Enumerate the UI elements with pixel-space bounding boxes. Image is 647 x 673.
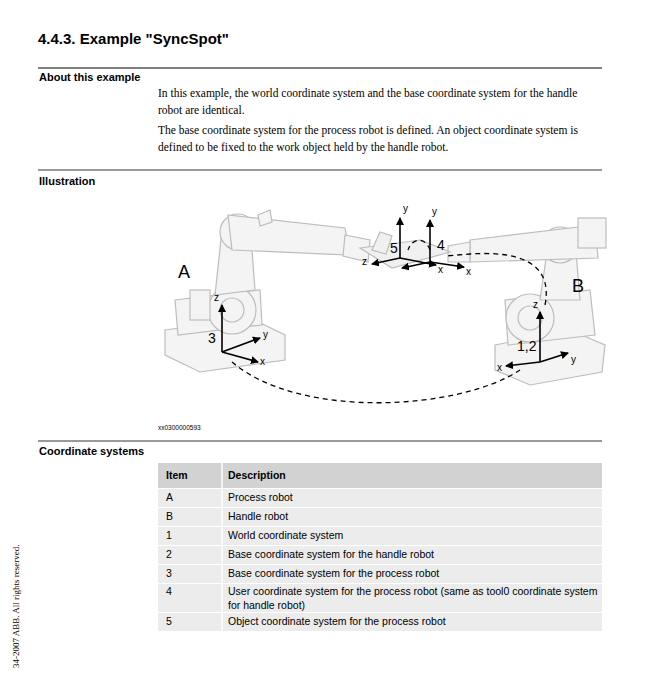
- axis-label: x: [497, 362, 502, 374]
- callout-number: 3: [208, 330, 216, 347]
- axis-label: x: [466, 266, 471, 278]
- table-cell: 1: [166, 529, 216, 543]
- robot-letter: A: [178, 262, 190, 284]
- callout-number: 4: [437, 237, 445, 254]
- robot-letter: B: [572, 276, 584, 298]
- table-cell: 3: [166, 567, 216, 581]
- axis-label: y: [571, 354, 576, 366]
- table-grid: [158, 463, 602, 631]
- body-text: The base coordinate system for the proce…: [158, 122, 603, 157]
- relation-curves: [232, 240, 546, 403]
- axis-label: y: [432, 206, 437, 218]
- table-header: Description: [228, 469, 286, 482]
- section-heading: Illustration: [39, 175, 95, 188]
- copyright-note: 34-2007 ABB. All rights reserved.: [11, 545, 22, 669]
- table-cell: Base coordinate system for the process r…: [228, 567, 598, 581]
- section-heading: Coordinate systems: [39, 445, 144, 458]
- coordinate-frames: [222, 218, 568, 366]
- axis-label: y: [403, 203, 408, 215]
- section-heading: About this example: [39, 71, 140, 84]
- table-cell: Process robot: [228, 491, 598, 505]
- table-cell: Base coordinate system for the handle ro…: [228, 548, 598, 562]
- handle-robot: [448, 218, 606, 385]
- axis-label: z: [362, 256, 367, 268]
- table-cell: Object coordinate system for the process…: [228, 615, 598, 629]
- table-cell: World coordinate system: [228, 529, 598, 543]
- page-title: 4.4.3. Example "SyncSpot": [38, 30, 229, 48]
- figure-id: xx0300000593: [158, 424, 201, 432]
- axis-label: z: [214, 292, 219, 304]
- axis-label: z: [533, 299, 538, 311]
- table-cell: Handle robot: [228, 510, 598, 524]
- table-cell: 4: [166, 585, 216, 599]
- callout-number: 1,2: [517, 338, 536, 355]
- table-cell: B: [166, 510, 216, 524]
- section-rules: [38, 68, 602, 441]
- process-robot: [165, 210, 370, 372]
- table-header: Item: [166, 469, 188, 482]
- axis-label: x: [260, 356, 265, 368]
- table-cell: 2: [166, 548, 216, 562]
- axis-label: x: [438, 264, 443, 276]
- table-cell: 5: [166, 615, 216, 629]
- callout-number: 5: [390, 240, 398, 257]
- table-cell: User coordinate system for the process r…: [228, 585, 598, 612]
- body-text: In this example, the world coordinate sy…: [158, 85, 603, 120]
- axis-label: y: [263, 329, 268, 341]
- table-cell: A: [166, 491, 216, 505]
